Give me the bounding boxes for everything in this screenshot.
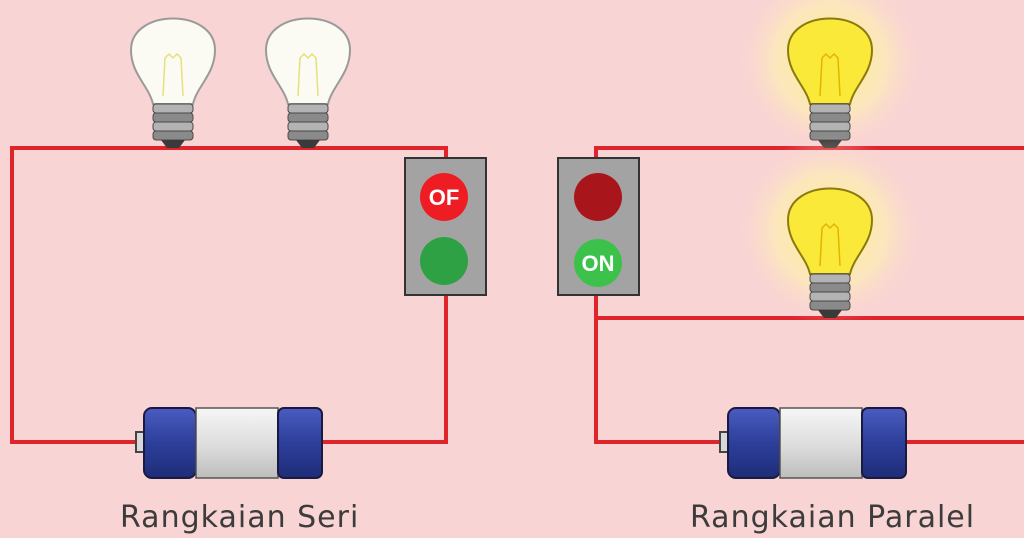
series-wire-right	[322, 295, 448, 444]
parallel-circuit-caption: Rangkaian Paralel	[690, 500, 976, 535]
parallel-wire-left	[594, 295, 724, 444]
series-circuit-caption: Rangkaian Seri	[120, 500, 360, 535]
series-off-label: OF	[429, 185, 460, 210]
series-wires	[10, 146, 448, 444]
parallel-on-button[interactable]	[574, 239, 622, 287]
series-on-button[interactable]	[420, 237, 468, 285]
battery-parallel-icon	[719, 407, 907, 479]
series-wire-top	[10, 146, 448, 444]
bulb-parallel-2-icon	[735, 135, 925, 325]
parallel-off-button[interactable]	[574, 173, 622, 221]
parallel-wire-top	[594, 146, 1024, 158]
parallel-switch[interactable]: ON	[557, 157, 640, 296]
parallel-on-label: ON	[582, 251, 615, 276]
battery-series-icon	[135, 407, 323, 479]
bulb-parallel-1-icon	[735, 0, 925, 155]
series-switch[interactable]: OF	[404, 157, 487, 296]
bulb-series-1-icon	[129, 17, 217, 148]
bulb-series-2-icon	[264, 17, 352, 148]
series-off-button[interactable]	[420, 173, 468, 221]
